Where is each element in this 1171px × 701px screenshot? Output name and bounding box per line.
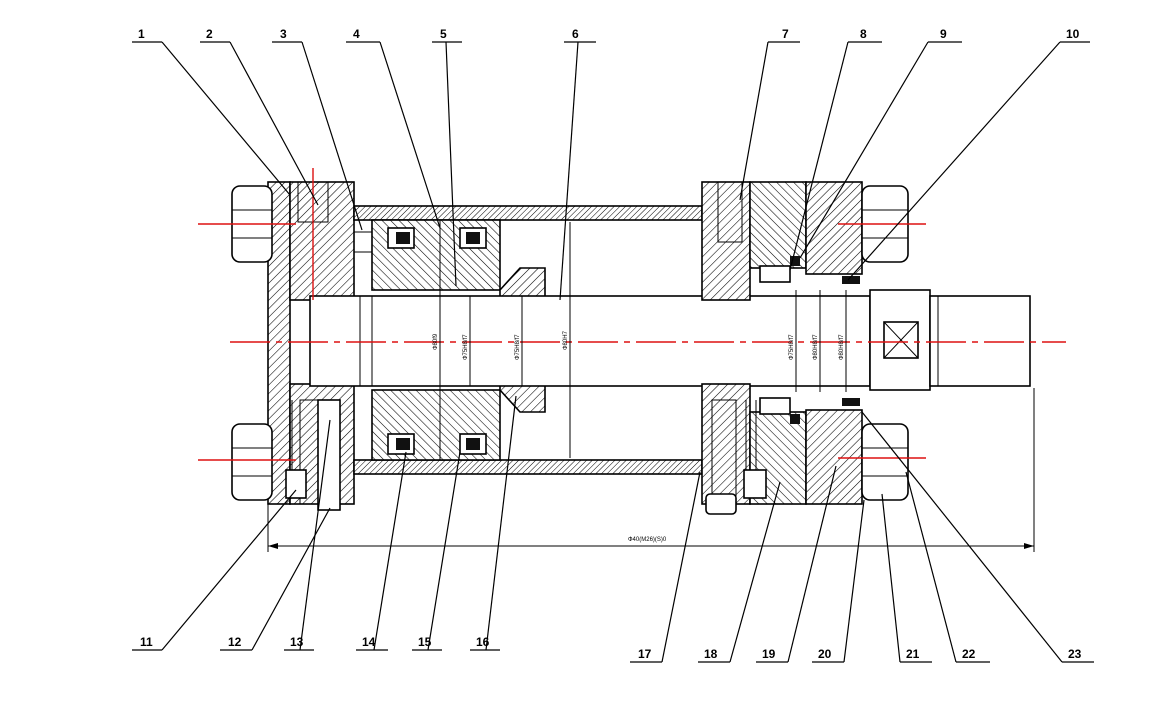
callout-7: 7 bbox=[782, 27, 789, 41]
piston bbox=[371, 219, 501, 461]
dim-d2: Ф75H8/f7 bbox=[463, 334, 469, 360]
left-tie-rod-bolts bbox=[231, 185, 273, 501]
callout-20: 20 bbox=[818, 647, 832, 661]
dim-d7: Ф80H8/f7 bbox=[839, 334, 845, 360]
dim-d1: Ф80f9 bbox=[433, 333, 439, 350]
callout-15: 15 bbox=[418, 635, 432, 649]
dim-d5: Ф75H8/f7 bbox=[789, 334, 795, 360]
port-screws bbox=[285, 399, 767, 515]
callout-9: 9 bbox=[940, 27, 947, 41]
callout-12: 12 bbox=[228, 635, 242, 649]
callout-16: 16 bbox=[476, 635, 490, 649]
callout-18: 18 bbox=[704, 647, 718, 661]
bottom-callouts: 11 12 13 14 15 16 17 18 19 20 21 22 bbox=[132, 395, 1094, 663]
callout-17: 17 bbox=[638, 647, 652, 661]
centerlines bbox=[198, 168, 1066, 461]
dim-d3: Ф75H8/f7 bbox=[515, 334, 521, 360]
callout-6: 6 bbox=[572, 27, 579, 41]
right-gland bbox=[701, 181, 863, 505]
callout-19: 19 bbox=[762, 647, 776, 661]
callout-1: 1 bbox=[138, 27, 145, 41]
top-callouts: 1 2 3 4 5 6 7 8 9 10 bbox=[132, 27, 1090, 301]
callout-2: 2 bbox=[206, 27, 213, 41]
rod-guide-left bbox=[353, 231, 373, 387]
callout-8: 8 bbox=[860, 27, 867, 41]
callout-13: 13 bbox=[290, 635, 304, 649]
callout-4: 4 bbox=[353, 27, 360, 41]
callout-21: 21 bbox=[906, 647, 920, 661]
callout-10: 10 bbox=[1066, 27, 1080, 41]
cylinder-tube bbox=[353, 205, 703, 475]
callout-11: 11 bbox=[140, 635, 153, 649]
callout-22: 22 bbox=[962, 647, 976, 661]
callout-5: 5 bbox=[440, 27, 447, 41]
callout-23: 23 bbox=[1068, 647, 1082, 661]
dim-overall-length: Ф40(M26)(S)0 bbox=[628, 537, 667, 543]
overall-length-dimension: Ф40(M26)(S)0 bbox=[267, 388, 1035, 552]
piston-rod bbox=[309, 289, 1031, 391]
dim-d6: Ф80H8/f7 bbox=[813, 334, 819, 360]
diameter-dimensions: Ф80f9 Ф75H8/f7 Ф75H8/f7 Ф80H7 Ф75H8/f7 Ф… bbox=[433, 222, 847, 458]
callout-14: 14 bbox=[362, 635, 376, 649]
dim-d4: Ф80H7 bbox=[563, 330, 569, 350]
callout-3: 3 bbox=[280, 27, 287, 41]
